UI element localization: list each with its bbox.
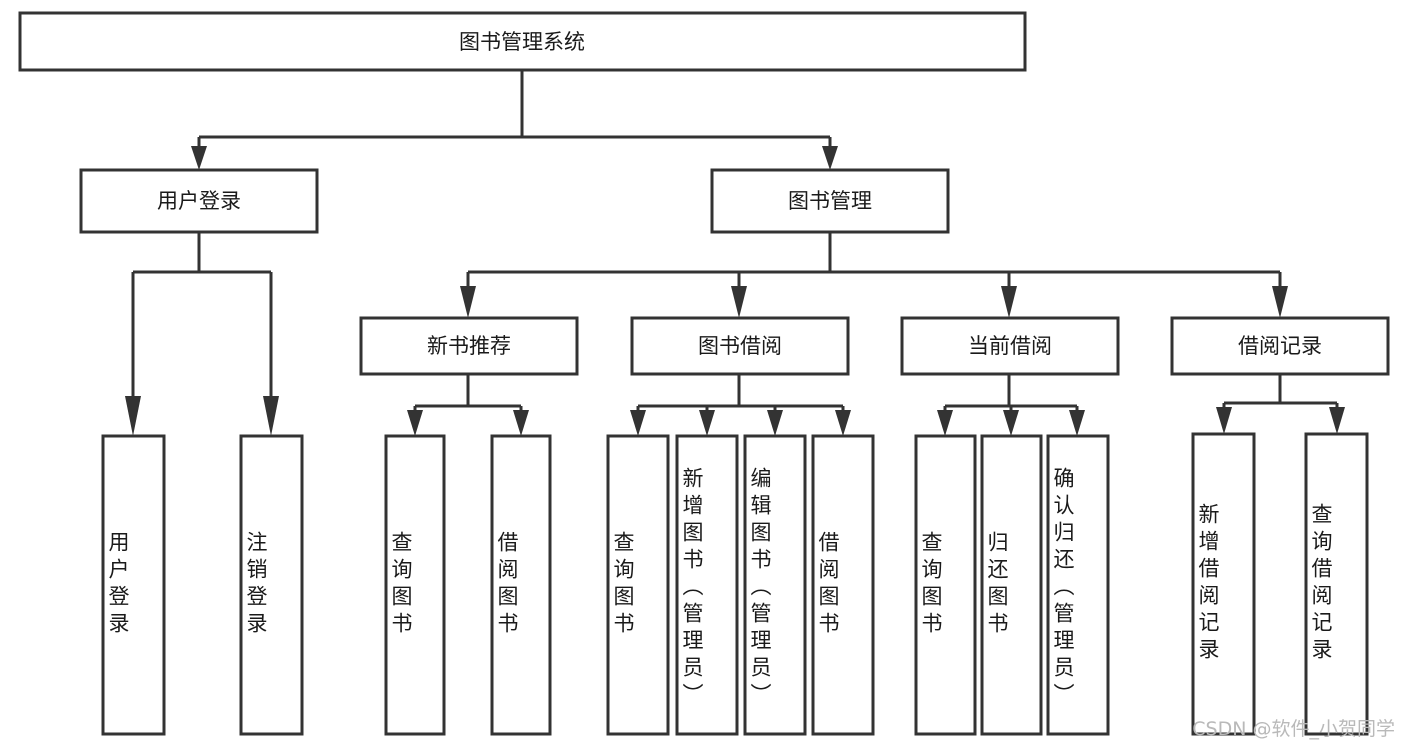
arrowhead-leaf-borrow-book-rec: [513, 410, 529, 436]
arrowhead-leaf-return-book: [1003, 410, 1019, 436]
node-book-borrow[interactable]: 图书借阅: [630, 316, 850, 376]
node-user-login-label: 用户登录: [157, 189, 241, 213]
leaf-return-book-label-wrap: 归还图书: [985, 531, 1009, 639]
leaf-confirm-return-admin-label: 确认归还（管理员）: [1051, 466, 1075, 710]
leaf-add-book-admin-label-wrap: 新增图书（管理员）: [680, 466, 704, 710]
leaf-borrow-book-rec[interactable]: 借阅图书: [490, 434, 552, 736]
leaf-query-borrow-record[interactable]: 查询借阅记录: [1304, 432, 1369, 736]
leaf-borrow-book-rec-label: 借阅图书: [495, 531, 519, 639]
leaf-edit-book-admin[interactable]: 编辑图书（管理员）: [743, 434, 807, 736]
arrowhead-leaf-query-book-current: [937, 410, 953, 436]
node-book-manage-label: 图书管理: [788, 189, 872, 213]
node-book-manage-box[interactable]: [710, 168, 950, 234]
arrowhead-leaf-query-book-borrow: [630, 410, 646, 436]
leaf-edit-book-admin-label-wrap: 编辑图书（管理员）: [748, 466, 772, 710]
leaf-borrow-book-rec-label-wrap: 借阅图书: [495, 531, 519, 639]
node-book-borrow-box[interactable]: [630, 316, 850, 376]
node-borrow-record[interactable]: 借阅记录: [1170, 316, 1390, 376]
leaf-query-book-current-box[interactable]: [914, 434, 977, 736]
node-user-login[interactable]: 用户登录: [79, 168, 319, 234]
leaf-return-book-label: 归还图书: [985, 531, 1009, 639]
arrowhead-new-book-recommend: [460, 286, 476, 318]
csdn-watermark: CSDN @软件_小贺同学: [1192, 718, 1395, 740]
leaf-add-borrow-record-box[interactable]: [1191, 432, 1256, 736]
leaf-query-borrow-record-box[interactable]: [1304, 432, 1369, 736]
node-current-borrow[interactable]: 当前借阅: [900, 316, 1120, 376]
leaf-query-book-rec-label-wrap: 查询图书: [389, 531, 413, 639]
leaf-add-borrow-record-label: 新增借阅记录: [1196, 503, 1220, 665]
node-root[interactable]: 图书管理系统: [18, 11, 1027, 72]
arrowhead-borrow-record: [1272, 286, 1288, 318]
node-new-book-recommend[interactable]: 新书推荐: [359, 316, 579, 376]
arrowhead-leaf-add-borrow-record: [1216, 407, 1232, 434]
leaf-confirm-return-admin[interactable]: 确认归还（管理员）: [1046, 434, 1110, 736]
arrowhead-leaf-edit-book-admin: [767, 410, 783, 436]
leaf-logout-login-label: 注销登录: [244, 531, 268, 639]
node-current-borrow-box[interactable]: [900, 316, 1120, 376]
leaf-add-borrow-record[interactable]: 新增借阅记录: [1191, 432, 1256, 736]
leaf-borrow-book-rec-box[interactable]: [490, 434, 552, 736]
leaf-confirm-return-admin-label-wrap: 确认归还（管理员）: [1051, 466, 1075, 710]
leaf-add-book-admin-label: 新增图书（管理员）: [680, 466, 704, 710]
arrowhead-user-login: [191, 146, 207, 170]
leaf-confirm-return-admin-box[interactable]: [1046, 434, 1110, 736]
leaf-logout-login[interactable]: 注销登录: [239, 434, 304, 736]
leaf-add-borrow-record-label-wrap: 新增借阅记录: [1196, 503, 1220, 665]
leaf-borrow-book-label: 借阅图书: [816, 531, 840, 639]
arrowhead-leaf-user-login: [125, 396, 141, 436]
leaf-add-book-admin[interactable]: 新增图书（管理员）: [675, 434, 739, 736]
leaf-query-borrow-record-label-wrap: 查询借阅记录: [1309, 503, 1333, 665]
arrowhead-leaf-confirm-return-admin: [1069, 410, 1085, 436]
leaf-borrow-book[interactable]: 借阅图书: [811, 434, 875, 736]
leaf-return-book[interactable]: 归还图书: [980, 434, 1043, 736]
node-new-book-recommend-box[interactable]: [359, 316, 579, 376]
node-current-borrow-label: 当前借阅: [968, 334, 1052, 358]
node-borrow-record-box[interactable]: [1170, 316, 1390, 376]
arrowhead-leaf-logout-login: [263, 396, 279, 436]
leaf-query-borrow-record-label: 查询借阅记录: [1309, 503, 1333, 665]
leaf-logout-login-label-wrap: 注销登录: [244, 531, 268, 639]
leaf-edit-book-admin-label: 编辑图书（管理员）: [748, 466, 772, 710]
leaf-query-book-borrow[interactable]: 查询图书: [606, 434, 670, 736]
leaf-user-login-label: 用户登录: [106, 531, 130, 639]
leaf-query-book-borrow-label-wrap: 查询图书: [611, 531, 635, 639]
leaf-query-book-current-label: 查询图书: [919, 531, 943, 639]
arrowhead-leaf-add-book-admin: [699, 410, 715, 436]
arrowhead-leaf-query-book-rec: [407, 410, 423, 436]
leaf-query-book-borrow-box[interactable]: [606, 434, 670, 736]
connector-layer: [125, 70, 1345, 436]
leaf-borrow-book-label-wrap: 借阅图书: [816, 531, 840, 639]
arrowhead-leaf-query-borrow-record: [1329, 407, 1345, 434]
leaf-query-book-rec[interactable]: 查询图书: [384, 434, 446, 736]
leaf-user-login-box[interactable]: [101, 434, 166, 736]
leaf-edit-book-admin-box[interactable]: [743, 434, 807, 736]
leaf-return-book-box[interactable]: [980, 434, 1043, 736]
leaf-query-book-borrow-label: 查询图书: [611, 531, 635, 639]
leaf-query-book-current-label-wrap: 查询图书: [919, 531, 943, 639]
leaf-borrow-book-box[interactable]: [811, 434, 875, 736]
arrowhead-leaf-borrow-book: [835, 410, 851, 436]
arrowhead-current-borrow: [1001, 286, 1017, 318]
leaf-query-book-rec-label: 查询图书: [389, 531, 413, 639]
leaf-query-book-rec-box[interactable]: [384, 434, 446, 736]
leaf-user-login-label-wrap: 用户登录: [106, 531, 130, 639]
node-root-label: 图书管理系统: [459, 30, 585, 54]
node-book-manage[interactable]: 图书管理: [710, 168, 950, 234]
leaf-query-book-current[interactable]: 查询图书: [914, 434, 977, 736]
node-user-login-box[interactable]: [79, 168, 319, 234]
leaf-add-book-admin-box[interactable]: [675, 434, 739, 736]
node-root-box[interactable]: [18, 11, 1027, 72]
node-new-book-recommend-label: 新书推荐: [427, 334, 511, 358]
arrowhead-book-manage: [822, 146, 838, 170]
arrowhead-book-borrow: [731, 286, 747, 318]
node-book-borrow-label: 图书借阅: [698, 334, 782, 358]
leaf-user-login[interactable]: 用户登录: [101, 434, 166, 736]
leaf-logout-login-box[interactable]: [239, 434, 304, 736]
node-borrow-record-label: 借阅记录: [1238, 334, 1322, 358]
